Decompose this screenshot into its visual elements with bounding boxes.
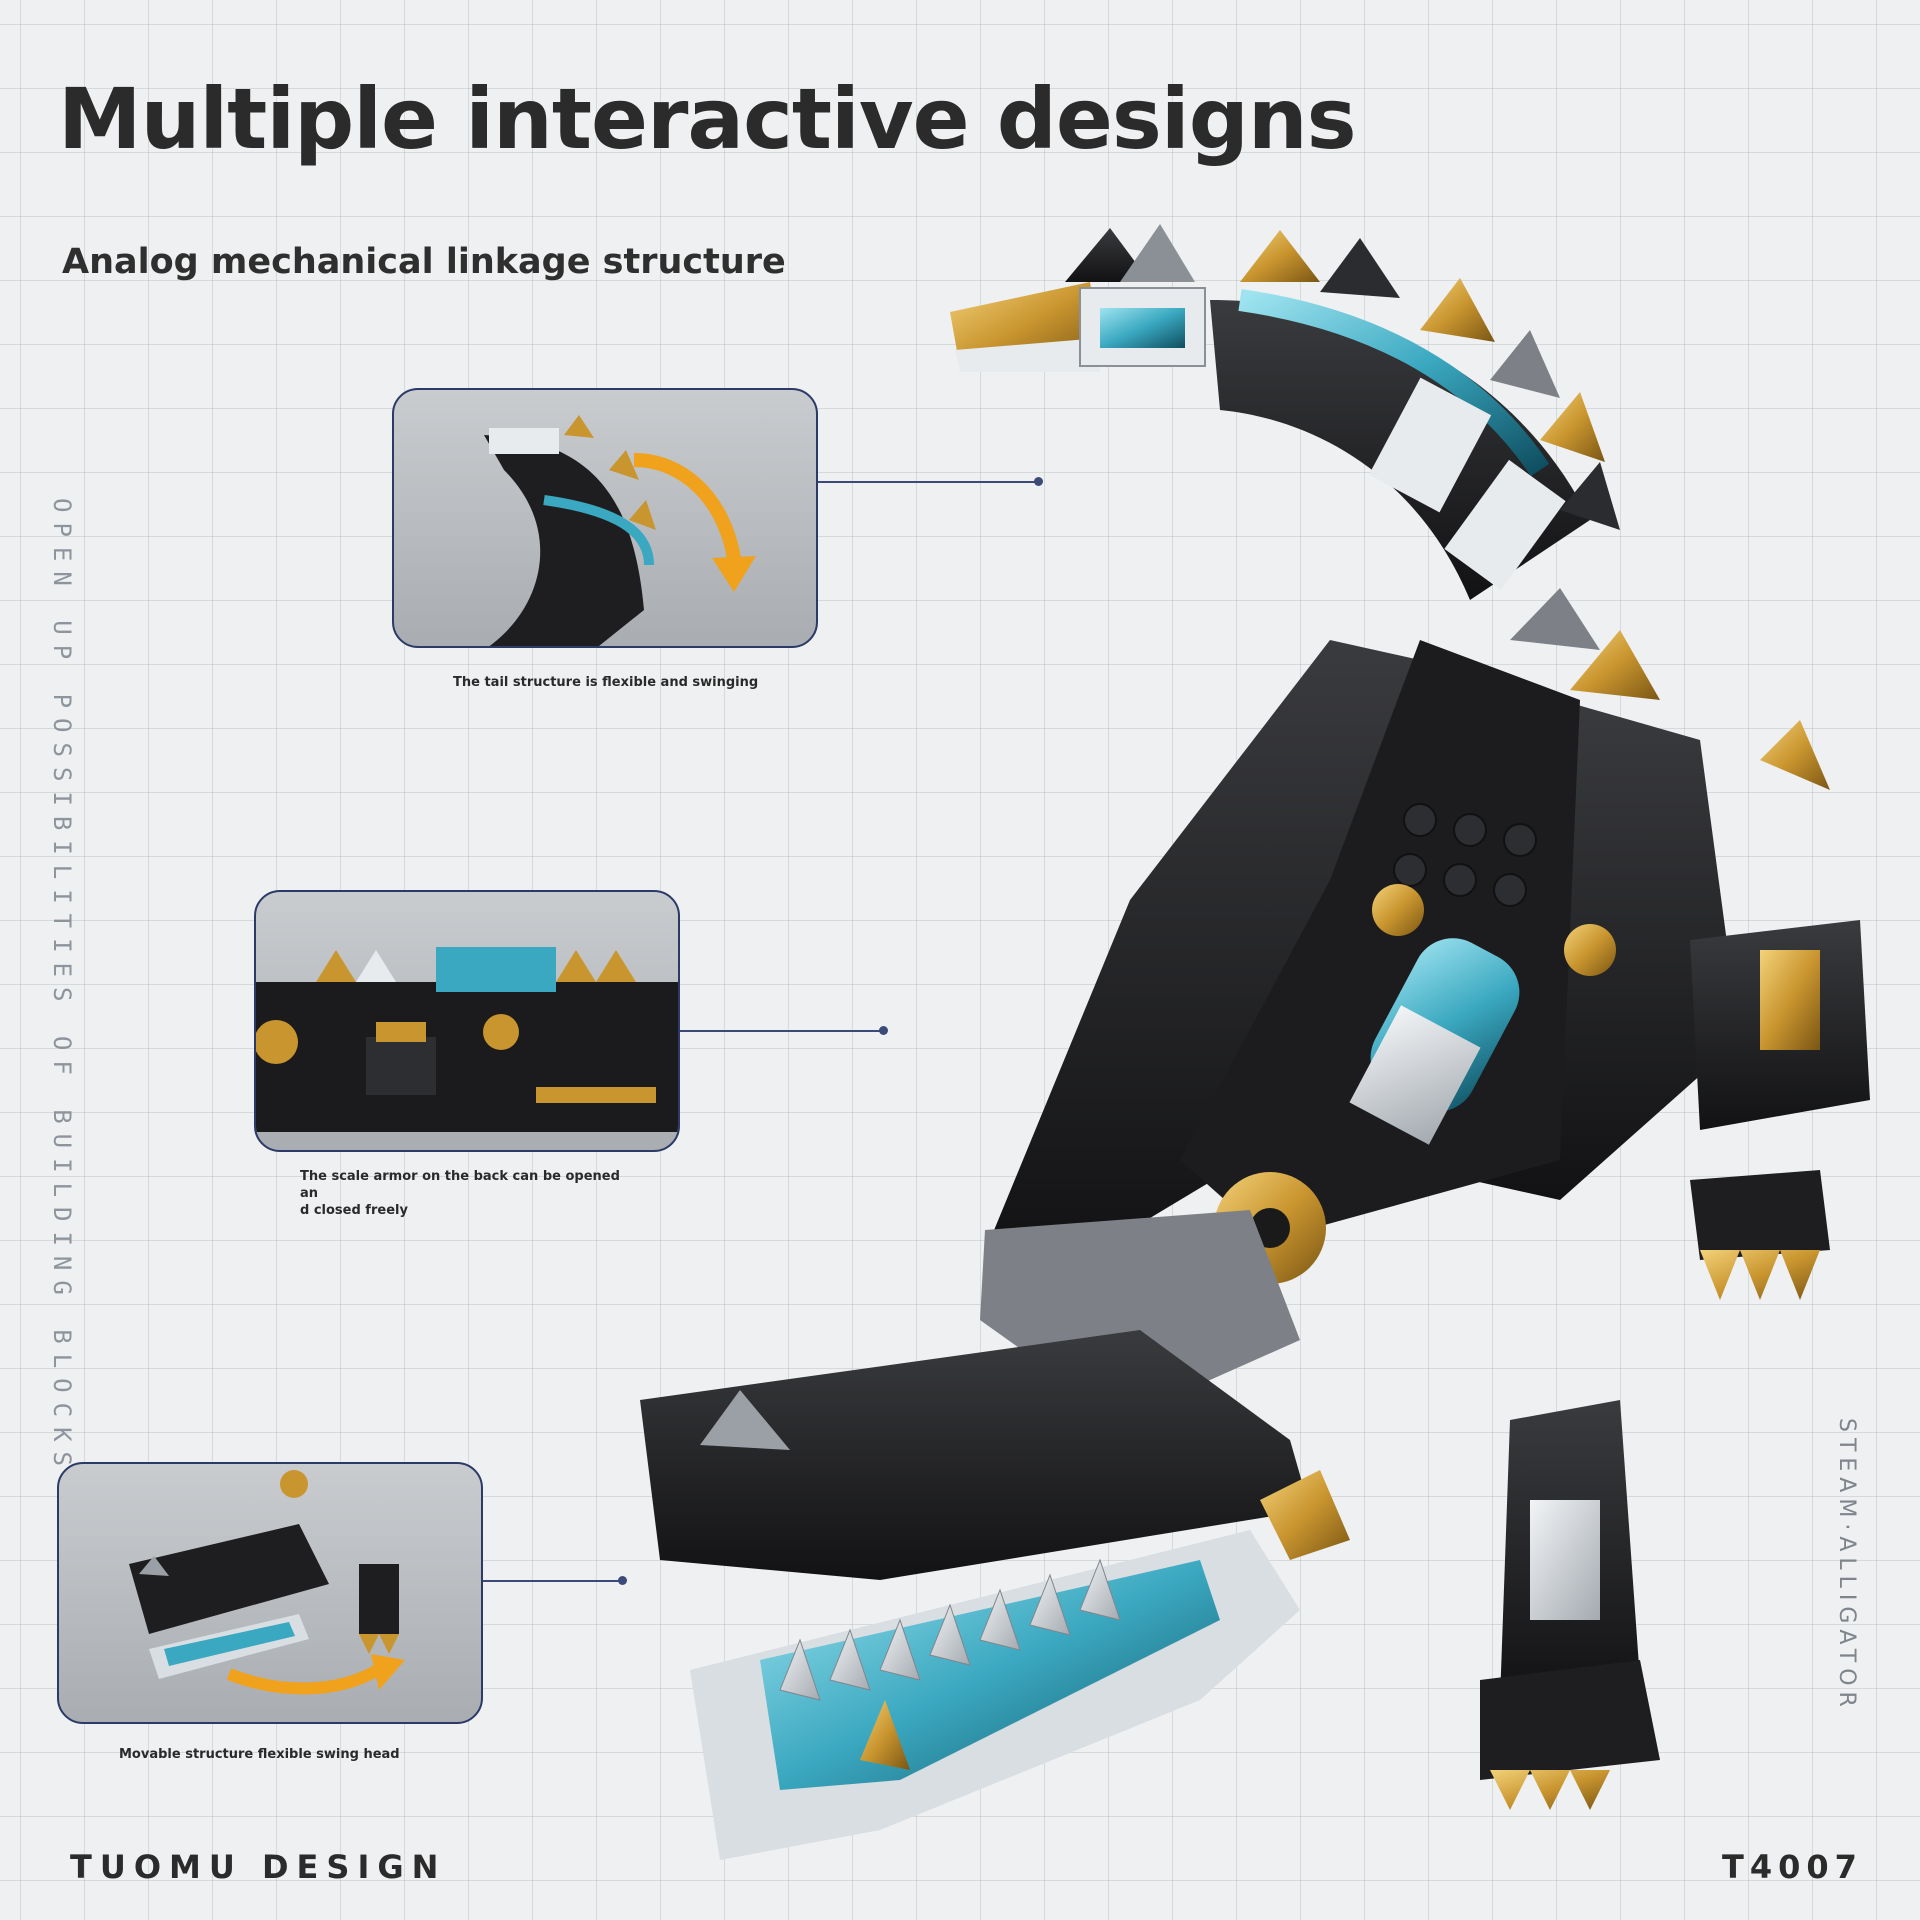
side-text-left: OPEN UP POSSIBILITIES OF BUILDING BLOCKS [48,498,76,1476]
alligator-legs [1480,920,1870,1810]
side-text-right: STEAM·ALLIGATOR [1834,1418,1859,1713]
connector-dot-head [618,1576,627,1585]
gear-icon [256,1020,298,1064]
gear-icon [280,1470,308,1498]
page-subtitle: Analog mechanical linkage structure [62,242,786,282]
tail-body [1210,230,1620,600]
swing-arrow-icon [633,453,741,560]
connector-dot-armor [879,1026,888,1035]
connector-line-tail [818,481,1040,483]
brand-name: TUOMU DESIGN [70,1848,447,1886]
connector-dot-tail [1034,477,1043,486]
tail-tip [950,224,1206,372]
connector-line-armor [680,1030,884,1032]
gear-icon [483,1014,519,1050]
swing-arrow-icon [226,1663,383,1695]
caption-tail: The tail structure is flexible and swing… [453,675,759,690]
alligator-head [640,1210,1350,1860]
alligator-body [990,588,1830,1284]
gear-icon [1260,1470,1350,1560]
model-number: T4007 [1722,1848,1863,1886]
caption-armor: The scale armor on the back can be opene… [300,1169,620,1218]
feature-inset-tail [392,388,818,648]
page-title: Multiple interactive designs [58,70,1357,168]
feature-inset-head [57,1462,483,1724]
caption-head: Movable structure flexible swing head [119,1747,400,1762]
connector-line-head [483,1580,623,1582]
feature-inset-armor [254,890,680,1152]
